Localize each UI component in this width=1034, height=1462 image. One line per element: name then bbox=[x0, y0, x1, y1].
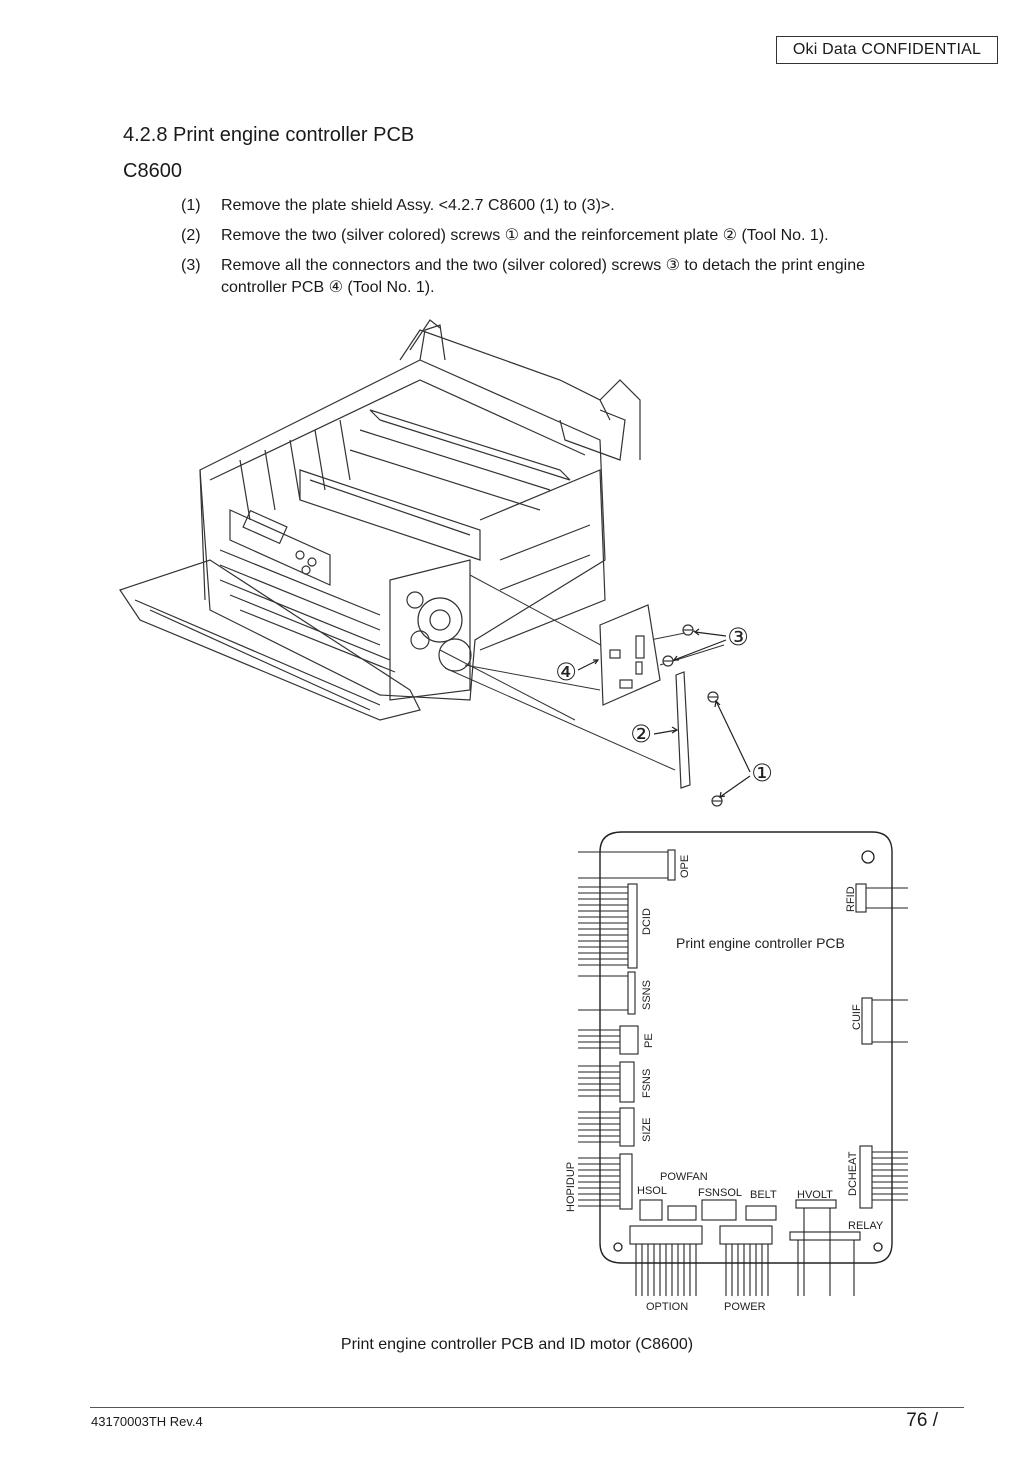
screw-icon bbox=[711, 795, 723, 807]
step-number: (2) bbox=[181, 227, 201, 244]
callout-4: ④ bbox=[555, 659, 577, 686]
connector-cuif-label: CUIF bbox=[851, 1004, 863, 1030]
mount-hole bbox=[873, 1242, 883, 1252]
pcb-board-outline bbox=[599, 831, 893, 1264]
connector-fsnsol-label: FSNSOL bbox=[698, 1187, 742, 1199]
screw-icon bbox=[662, 655, 674, 667]
figure-caption: Print engine controller PCB and ID motor… bbox=[340, 1336, 694, 1353]
connector-fsns-label: FSNS bbox=[641, 1069, 653, 1098]
connector-ope-label: OPE bbox=[679, 855, 691, 878]
connector-rfid-label: RFID bbox=[845, 886, 857, 912]
mount-hole bbox=[613, 1242, 623, 1252]
connector-hvolt-label: HVOLT bbox=[797, 1189, 833, 1201]
step-number: (1) bbox=[181, 197, 201, 214]
dcid-cable bbox=[578, 886, 628, 966]
connector-hopidup-label: HOPIDUP bbox=[565, 1162, 577, 1212]
pcb-part bbox=[599, 604, 661, 706]
step-item: (3) Remove all the connectors and the tw… bbox=[181, 255, 941, 299]
screw-icon bbox=[707, 691, 719, 703]
connector-belt-label: BELT bbox=[750, 1189, 777, 1201]
document-id: 43170003TH Rev.4 bbox=[91, 1414, 203, 1429]
footer-divider bbox=[90, 1407, 964, 1408]
connector-power-label: POWER bbox=[724, 1301, 766, 1313]
pcb-title: Print engine controller PCB bbox=[676, 935, 845, 951]
connector-pe-label: PE bbox=[643, 1033, 655, 1048]
callout-2: ② bbox=[630, 721, 652, 748]
step-list: (1) Remove the plate shield Assy. <4.2.7… bbox=[181, 195, 941, 307]
connector-dcheat-label: DCHEAT bbox=[847, 1151, 859, 1196]
step-text: Remove the plate shield Assy. <4.2.7 C86… bbox=[221, 197, 615, 214]
connector-size-label: SIZE bbox=[641, 1118, 653, 1142]
screw-icon bbox=[682, 624, 694, 636]
screw-icons bbox=[662, 624, 723, 807]
confidential-badge: Oki Data CONFIDENTIAL bbox=[776, 36, 998, 64]
connector-powfan-label: POWFAN bbox=[660, 1171, 708, 1183]
mount-hole bbox=[861, 850, 875, 864]
step-text: Remove the two (silver colored) screws ①… bbox=[221, 227, 829, 244]
callout-3: ③ bbox=[727, 624, 749, 651]
printer-illustration bbox=[119, 319, 641, 721]
model-title: C8600 bbox=[123, 160, 182, 182]
callout-arrows bbox=[577, 628, 751, 798]
step-number: (3) bbox=[181, 257, 201, 274]
step-item: (1) Remove the plate shield Assy. <4.2.7… bbox=[181, 195, 941, 217]
connector-ssns-label: SSNS bbox=[641, 980, 653, 1010]
connector-option-label: OPTION bbox=[646, 1301, 688, 1313]
section-title: 4.2.8 Print engine controller PCB bbox=[123, 124, 415, 146]
reinforcement-plate bbox=[675, 671, 691, 789]
connector-dcid-label: DCID bbox=[641, 908, 653, 935]
step-item: (2) Remove the two (silver colored) scre… bbox=[181, 225, 941, 247]
callout-labels: ③ ④ ② ① bbox=[555, 624, 773, 787]
step-text: Remove all the connectors and the two (s… bbox=[221, 257, 865, 296]
connector-hsol-label: HSOL bbox=[637, 1185, 667, 1197]
page-number: 76 / bbox=[906, 1410, 938, 1431]
connector-relay-label: RELAY bbox=[848, 1220, 884, 1232]
callout-1: ① bbox=[751, 760, 773, 787]
pcb-diagram: Print engine controller PCB OPE DCID SSN… bbox=[565, 831, 908, 1313]
